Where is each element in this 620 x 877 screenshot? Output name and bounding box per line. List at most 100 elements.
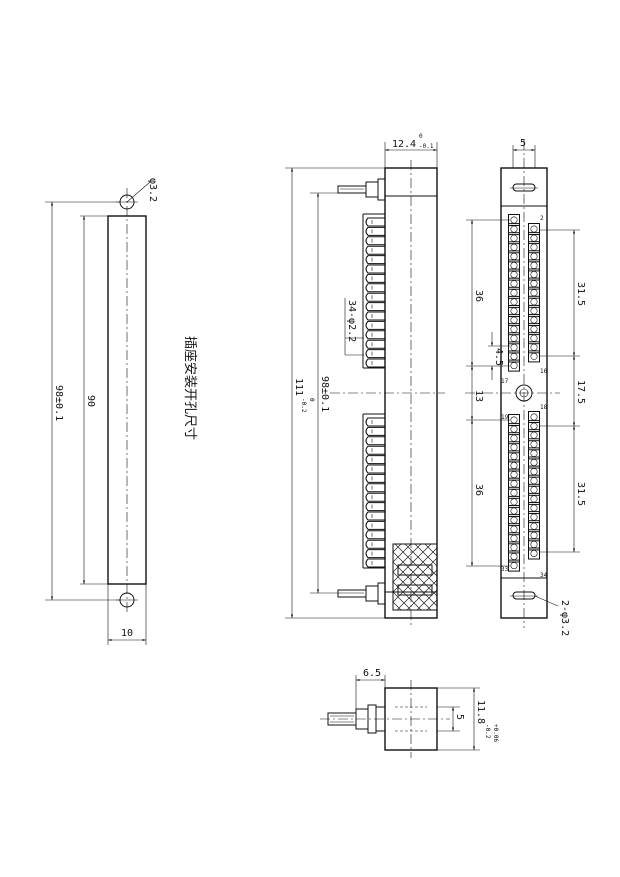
side-length-tol-upper: 0 (308, 398, 315, 402)
front-view: 2 16 17 18 19 33 34 5 36 4.5 13 36 31.5 (465, 138, 586, 636)
pin-contact (528, 314, 540, 326)
contact-spring (365, 339, 385, 349)
bottom-width-tol-lower: -0.2 (484, 724, 491, 739)
contact-spring (365, 302, 385, 312)
pin-contact (528, 492, 540, 505)
pin-contact (528, 223, 540, 235)
pin-contact (528, 286, 540, 299)
pin-contact (508, 514, 520, 527)
contact-spring (365, 464, 385, 474)
contact-spring (365, 558, 385, 568)
cutout-height-dim: 98±0.1 (53, 385, 64, 421)
bottom-width-dim: 11.8 (475, 700, 486, 724)
cutout-hole-dim: φ3.2 (147, 178, 158, 202)
pin-contact (528, 332, 540, 345)
cutout-title: 插座安装开孔尺寸 (182, 336, 197, 440)
pin-label-18: 18 (540, 404, 548, 411)
pin-contact (528, 502, 540, 514)
pin-contact (528, 511, 540, 524)
pin-contact (508, 286, 520, 299)
side-screw-bottom (337, 582, 386, 605)
contact-spring (365, 236, 385, 246)
pin-contact (528, 538, 540, 551)
pin-contact (528, 474, 540, 487)
pin-contact (508, 295, 520, 308)
pin-contact (508, 541, 520, 554)
pin-contact (508, 441, 520, 454)
side-depth-dim: 12.4 (392, 139, 416, 150)
pin-contact (508, 323, 520, 336)
pin-contact (528, 241, 540, 254)
pin-contact (508, 423, 520, 436)
side-contacts-upper (365, 217, 385, 368)
pin-contact (508, 505, 520, 517)
pin-contact (528, 232, 540, 245)
contact-spring (365, 473, 385, 483)
pin-contact (528, 520, 540, 533)
front-holes-dim: 2-φ3.2 (559, 600, 570, 636)
pin-contact (508, 332, 520, 345)
contact-spring (365, 530, 385, 540)
pin-contact (528, 268, 540, 281)
front-left-gap-dim: 13 (473, 390, 484, 402)
side-screw-top (337, 178, 386, 201)
contact-spring (365, 330, 385, 340)
pin-contact (528, 259, 540, 272)
pin-label-17: 17 (501, 378, 509, 385)
contact-spring (365, 426, 385, 436)
cutout-inner-dim: 90 (85, 395, 96, 407)
contact-spring (365, 502, 385, 512)
pin-contact (508, 350, 520, 363)
front-left-lower-dim: 36 (473, 484, 484, 496)
front-right-upper-dim: 31.5 (575, 282, 586, 306)
contact-spring (365, 417, 385, 427)
pin-contact (508, 268, 520, 281)
pin-contact (528, 295, 540, 308)
pin-contact (528, 350, 540, 363)
pin-contact (528, 304, 540, 317)
bottom-center-dim: 5 (454, 714, 465, 720)
pin-contact (508, 550, 520, 563)
pin-contact (508, 432, 520, 445)
pin-contact (528, 250, 540, 263)
contact-spring (365, 483, 385, 493)
pin-contact (508, 450, 520, 463)
pin-contact (508, 459, 520, 472)
bottom-pin-dim: 6.5 (363, 668, 381, 679)
front-right-lower-dim: 31.5 (575, 482, 586, 506)
pin-contact (508, 559, 520, 572)
contact-spring (365, 539, 385, 549)
pin-contact (508, 277, 520, 290)
side-contacts-lower (365, 417, 385, 568)
contact-spring (365, 492, 385, 502)
side-mount-dim: 98±0.1 (319, 376, 330, 412)
pin-contact (528, 456, 540, 469)
contact-spring (365, 311, 385, 321)
pin-label-34: 34 (540, 572, 548, 579)
contact-spring (365, 455, 385, 465)
pin-contact (508, 232, 520, 245)
pin-contact (508, 532, 520, 545)
pin-contact (508, 341, 520, 354)
pin-contact (528, 438, 540, 451)
pin-contact (508, 486, 520, 499)
pin-label-16: 16 (540, 368, 548, 375)
pin-label-33: 33 (501, 566, 509, 573)
pin-contact (508, 250, 520, 263)
front-pin-grid (508, 214, 540, 572)
contact-spring (365, 273, 385, 283)
pin-contact (508, 523, 520, 536)
side-depth-tol-upper: 0 (419, 133, 423, 140)
pin-contact (528, 341, 540, 354)
contact-spring (365, 520, 385, 530)
contact-spring (365, 320, 385, 330)
pin-contact (508, 477, 520, 490)
pin-contact (528, 323, 540, 336)
pin-contact (508, 223, 520, 236)
cutout-width-dim: 10 (121, 628, 133, 639)
side-hole-dim: 34-φ2.2 (346, 300, 357, 342)
pin-contact (508, 495, 520, 508)
contact-spring (365, 358, 385, 368)
front-right-middle-dim: 17.5 (575, 380, 586, 404)
pin-contact (528, 411, 540, 423)
